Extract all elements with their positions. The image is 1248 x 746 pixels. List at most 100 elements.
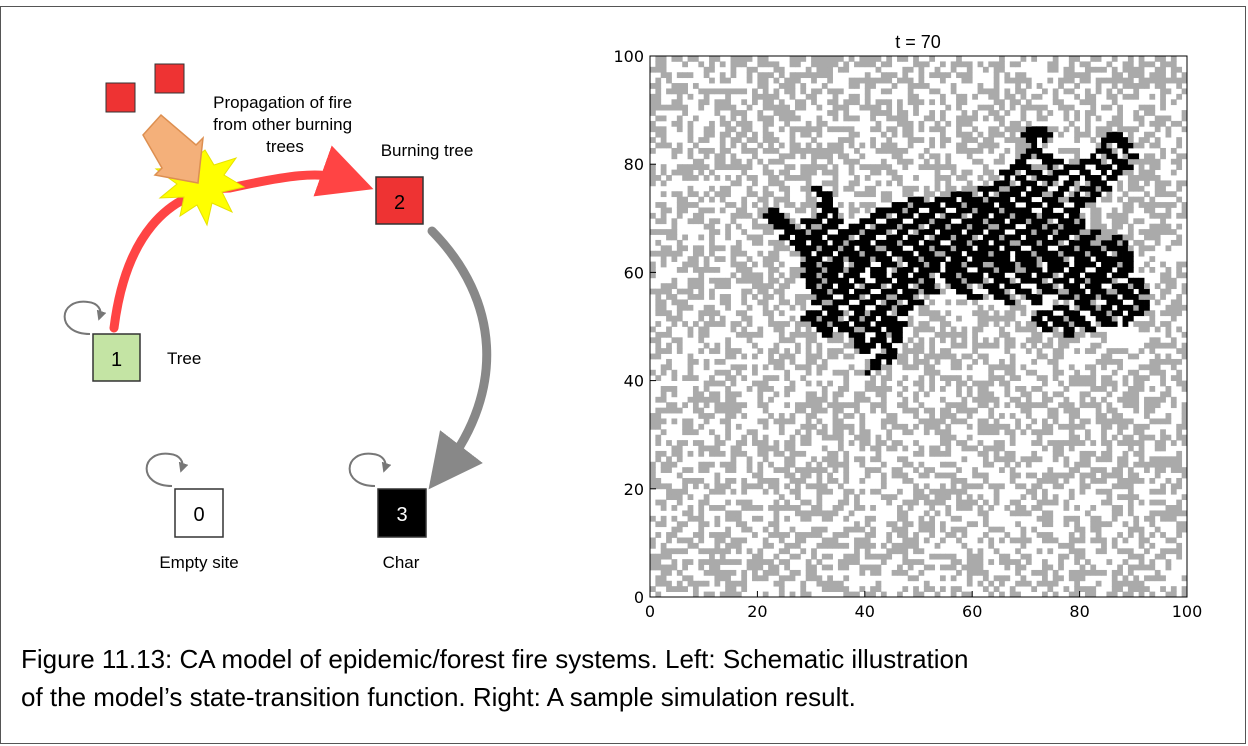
char-cell [929, 256, 936, 262]
tree-cell [902, 396, 909, 403]
tree-cell [929, 364, 936, 371]
tree-cell [773, 564, 780, 571]
tree-cell [1015, 386, 1021, 392]
tree-cell [794, 553, 801, 560]
tree-cell [1095, 477, 1102, 484]
tree-cell [961, 142, 968, 149]
tree-cell [660, 386, 667, 392]
tree-cell [655, 88, 662, 95]
tree-cell [950, 477, 957, 484]
tree-cell [741, 413, 748, 419]
tree-cell [1149, 234, 1156, 241]
tree-cell [1176, 153, 1183, 160]
tree-cell [676, 499, 683, 506]
tree-cell [816, 526, 823, 533]
tree-cell [956, 147, 962, 154]
tree-cell [1074, 413, 1080, 419]
tree-cell [1079, 483, 1086, 490]
tree-cell [725, 499, 731, 506]
tree-cell [730, 218, 737, 225]
tree-cell [703, 418, 710, 425]
tree-cell [1117, 364, 1123, 371]
tree-cell [1101, 364, 1107, 371]
tree-cell [725, 402, 731, 409]
char-cell [1068, 239, 1075, 246]
tree-cell [843, 310, 850, 317]
char-cell [977, 202, 984, 208]
tree-cell [1079, 532, 1086, 538]
tree-cell [966, 283, 973, 290]
tree-cell [843, 266, 850, 273]
tree-cell [913, 353, 919, 360]
char-cell [1036, 234, 1043, 241]
char-cell [870, 212, 876, 219]
tree-cell [655, 83, 662, 89]
tree-cell [789, 164, 796, 171]
tree-cell [875, 467, 882, 473]
char-cell [1106, 245, 1113, 252]
tree-cell [1058, 402, 1064, 409]
tree-cell [725, 337, 731, 344]
tree-cell [934, 315, 941, 322]
tree-cell [1111, 510, 1118, 517]
tree-cell [1052, 407, 1059, 414]
tree-cell [972, 342, 978, 349]
tree-cell [800, 294, 807, 300]
tree-cell [725, 147, 731, 154]
tree-cell [913, 494, 919, 501]
tree-cell [794, 510, 801, 517]
tree-cell [1079, 569, 1086, 576]
tree-cell [982, 418, 989, 425]
char-cell [837, 229, 844, 235]
tree-cell [907, 88, 914, 95]
char-cell [864, 342, 871, 349]
char-cell [999, 256, 1005, 262]
tree-cell [655, 310, 662, 317]
char-cell [832, 239, 839, 246]
tree-cell [816, 272, 823, 279]
tree-cell [1133, 386, 1140, 392]
tree-cell [698, 461, 705, 468]
tree-cell [1058, 342, 1064, 349]
tree-cell [1084, 450, 1091, 457]
tree-cell [741, 229, 748, 235]
char-cell [918, 250, 925, 257]
tree-cell [687, 261, 694, 268]
char-cell [1095, 164, 1102, 171]
tree-cell [854, 77, 860, 84]
tree-cell [784, 175, 791, 181]
tree-cell [735, 239, 742, 246]
char-cell [805, 245, 812, 252]
tree-cell [714, 537, 721, 544]
tree-cell [655, 396, 662, 403]
tree-cell [1025, 456, 1032, 463]
tree-cell [773, 364, 780, 371]
tree-cell [757, 515, 764, 522]
tree-cell [886, 494, 893, 501]
tree-cell [1047, 532, 1054, 538]
tree-cell [1138, 266, 1145, 273]
tree-cell [709, 413, 715, 419]
char-cell [913, 218, 919, 225]
tree-cell [843, 158, 850, 165]
tree-cell [778, 591, 785, 598]
tree-cell [1063, 515, 1070, 522]
tree-cell [666, 586, 672, 592]
tree-cell [870, 445, 876, 452]
tree-cell [714, 580, 721, 587]
tree-cell [1176, 434, 1183, 441]
tree-cell [735, 542, 742, 549]
tree-cell [1127, 434, 1134, 441]
tree-cell [939, 418, 946, 425]
tree-cell [939, 386, 946, 392]
char-cell [821, 239, 828, 246]
tree-cell [671, 407, 678, 414]
char-cell [1042, 175, 1048, 181]
tree-cell [655, 553, 662, 560]
tree-cell [1149, 93, 1156, 100]
tree-cell [1052, 369, 1059, 376]
tree-cell [762, 304, 769, 311]
tree-cell [773, 202, 780, 208]
tree-cell [794, 348, 801, 354]
char-cell [999, 212, 1005, 219]
